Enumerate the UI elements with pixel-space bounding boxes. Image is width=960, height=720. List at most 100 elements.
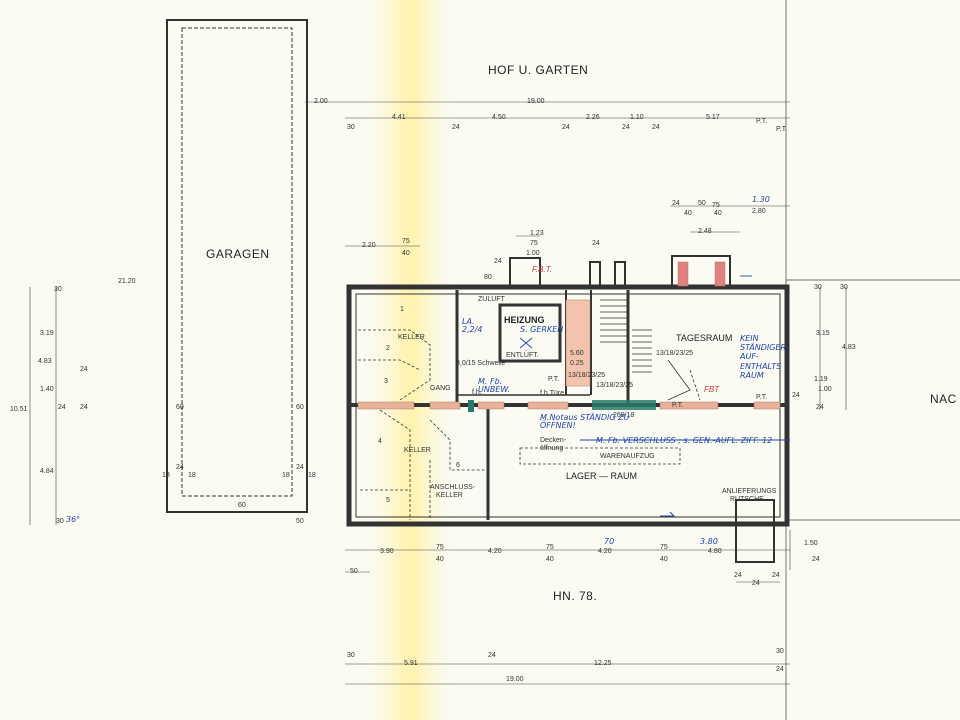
dim-0-25: 0.25 [570,360,584,367]
dim-b75b: 75 [546,544,554,551]
fh-label: f.h. [472,389,482,396]
dim-g24a: 24 [176,464,184,471]
dim-24-a: 24 [452,124,460,131]
dim-24-b: 24 [562,124,570,131]
dim-4-20-a: 4.20 [488,548,502,555]
dim-g60c: 60 [238,502,246,509]
dim-19-00-bottom: 19.00 [506,676,524,683]
dim-g24b: 24 [296,464,304,471]
dimension-lines [29,101,847,685]
note-130: 1.30 [752,195,770,204]
dim-rr30a: 30 [814,284,822,291]
dim-pt: P.T. [776,126,788,133]
note-kein-aufenthalt: KEIN STÄNDIGER AUF- ENTHALTS RAUM [740,334,787,380]
dim-1-50: 1.50 [804,540,818,547]
note-380: 3.80 [700,537,718,546]
building-walls [346,255,790,563]
note-notaus: M.Notaus STÄNDIG ZU ÖFFNEN! [540,413,630,430]
dim-1-19: 1.19 [814,376,828,383]
dim-4-41: 4.41 [392,114,406,121]
deckenoeffnung-label-2: öffnung [540,445,564,452]
nach-label: NAC [930,392,957,406]
dim-g18b: 18 [188,472,196,479]
dim-3-15: 3.15 [816,330,830,337]
dim-12-25: 12.25 [594,660,612,667]
room-number-2: 2 [386,345,390,352]
heizung-label: HEIZUNG [504,315,545,325]
dim-b24c: 24 [752,580,760,587]
pt-label-1: P.T. [548,376,560,383]
fire-door-mark [592,400,656,410]
dim-5-17: 5.17 [706,114,720,121]
dim-r24a: 24 [672,200,680,207]
dim-24-e: 24 [592,240,600,247]
keller-label-upper: KELLER [398,334,425,341]
door-mark-green [468,400,474,412]
stair-label-1: 13/18/23/25 [656,350,693,357]
dim-2-26: 2.26 [586,114,600,121]
dim-21-20: 21.20 [118,278,136,285]
note-fbt-2: F.B.T. [532,265,553,274]
ftuere-label: f.h.Türe [540,390,565,397]
dim-2-20: 2.20 [362,242,376,249]
anschluss-label-2: KELLER [436,492,463,499]
fenster-label: 260/18 [613,412,635,419]
dim-b40b: 40 [546,556,554,563]
dim-g18c: 18 [282,472,290,479]
dim-b50: 50 [350,568,358,575]
dim-1-00-right: 1.00 [818,386,832,393]
dim-3-90: 3.90 [380,548,394,555]
anschluss-label-1: ANSCHLUSS- [430,484,476,491]
dim-g60a: 60 [176,404,184,411]
dim-3-19: 3.19 [40,330,54,337]
dim-bb24: 24 [488,652,496,659]
dim-b40a: 40 [436,556,444,563]
note-fbt: FBT [704,385,720,394]
dim-1-40: 1.40 [40,386,54,393]
dim-4-83-left: 4.83 [38,358,52,365]
anlieferung-label-1: ANLIEFERUNGS [722,488,777,495]
dim-rr24b: 24 [792,392,800,399]
dim-b30: 30 [776,648,784,655]
note-s-gerken: S. GERKEN [520,325,564,334]
pt-label-2: P.T. [756,394,768,401]
deckenoeffnung-label-1: Decken- [540,437,567,444]
note-la: LA. 2,2/4 [462,317,483,334]
dim-r40b: 40 [714,210,722,217]
dim-5-91: 5.91 [404,660,418,667]
dim-2-00: 2.00 [314,98,328,105]
dim-b40c: 40 [660,556,668,563]
stair-label-3: 13/18/23/25 [596,382,633,389]
pt-label-3: P.T. [672,402,684,409]
dim-40-left: 40 [402,250,410,257]
dim-b75a: 75 [436,544,444,551]
garagen-label: GARAGEN [206,247,270,261]
ink-annotations [519,275,790,517]
dim-g50: 50 [296,518,304,525]
dim-80: 80 [484,274,492,281]
note-fb-unbew: M. Fb. UNBEW. [478,377,511,394]
dim-r50: 50 [698,200,706,207]
note-70: 70 [604,537,615,546]
room-number-3: 3 [384,378,388,385]
dim-l24: 24 [80,366,88,373]
street-label: HN. 78. [553,589,598,603]
cellar-partitions [358,329,701,520]
dim-rr30b: 30 [840,284,848,291]
stair-label-2: 13/18/23/25 [568,372,605,379]
note-verschluss: M. Fb. VERSCHLUSS ; s. GEN.-AUFL. ZIFF. … [596,436,773,445]
note-36: 36° [66,515,81,524]
dim-24-c: 24 [622,124,630,131]
dim-l24c: 24 [80,404,88,411]
dim-4-20-b: 4.20 [598,548,612,555]
paper-tone-band [370,0,450,720]
dim-4-80: 4.80 [708,548,722,555]
staircase [600,299,691,401]
dim-10-51: 10.51 [10,406,28,413]
tagesraum-label: TAGESRAUM [676,333,733,343]
room-number-6: 6 [456,462,460,469]
dim-rr24: 24 [816,404,824,411]
dim-r40a: 40 [684,210,692,217]
dim-b24d: 24 [772,572,780,579]
